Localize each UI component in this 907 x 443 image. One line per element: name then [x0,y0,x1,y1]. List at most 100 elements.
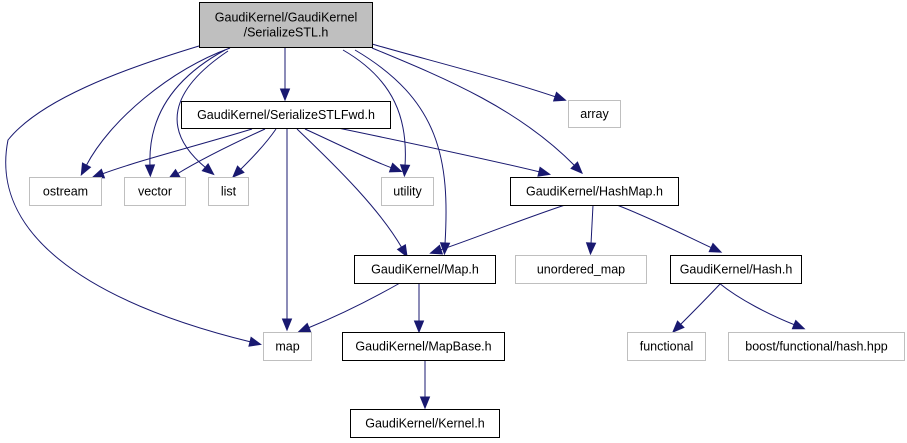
node-hashmap[interactable]: GaudiKernel/HashMap.h [510,177,679,206]
edge-fwd-to-mapH [296,128,408,258]
arrowhead-icon [201,163,215,176]
edge-hashmap-to-unordered [585,204,597,256]
edge-line [616,204,713,249]
node-box [670,255,802,284]
node-box [568,100,621,128]
node-functional[interactable]: functional [627,332,706,361]
edge-hashmap-to-mapH [429,204,566,255]
node-array[interactable]: array [568,100,621,128]
node-box [381,177,434,206]
edge-mapH-to-map [297,282,401,333]
node-ostream[interactable]: ostream [29,177,102,206]
edge-hashmap-to-hashH [616,204,723,253]
node-label: unordered_map [537,263,625,277]
arrowhead-icon [144,164,156,178]
node-label: boost/functional/hash.hpp [745,340,888,354]
arrowhead-icon [281,318,293,332]
node-label: GaudiKernel/HashMap.h [526,185,663,199]
node-root[interactable]: GaudiKernel/GaudiKernel/SerializeSTL.h [199,2,373,48]
node-label: GaudiKernel/MapBase.h [355,340,491,354]
node-unordered[interactable]: unordered_map [515,255,647,284]
edge-fwd-to-list [231,128,277,179]
edge-line [439,204,566,251]
node-box [208,177,249,206]
edge-fwd-to-hashmap [337,127,552,177]
arrowhead-icon [248,336,262,347]
edge-root-to-vector [144,49,226,178]
node-label: /SerializeSTL.h [244,26,329,40]
node-label: vector [138,185,172,199]
edges [5,43,806,410]
edge-line [296,128,403,249]
edge-mapbase-to-kernel [419,360,431,410]
edge-root-to-fwd [279,47,291,102]
node-label: map [275,340,299,354]
arrowhead-icon [413,320,425,334]
edge-root-to-list [176,50,229,176]
edge-root-to-utility [342,49,411,178]
node-list[interactable]: list [208,177,249,206]
arrowhead-icon [708,242,723,253]
arrowhead-icon [537,166,552,177]
edge-line [342,49,406,167]
edge-fwd-to-ostream [91,128,253,179]
arrowhead-icon [671,320,685,334]
node-mapbase[interactable]: GaudiKernel/MapBase.h [342,332,505,361]
node-utility[interactable]: utility [381,177,434,206]
edge-mapH-to-mapbase [413,283,425,334]
node-label: GaudiKernel/Hash.h [680,263,793,277]
arrowhead-icon [399,164,411,178]
node-vector[interactable]: vector [124,177,186,206]
edge-line [354,49,447,245]
node-box [263,332,312,361]
edge-line [176,50,229,169]
node-label: array [580,107,609,121]
arrowhead-icon [80,162,92,176]
node-box [199,2,373,48]
node-label: GaudiKernel/GaudiKernel [215,11,357,25]
node-box [510,177,679,206]
node-box [728,332,905,361]
node-label: GaudiKernel/Map.h [371,263,479,277]
node-label: ostream [43,185,88,199]
node-map[interactable]: map [263,332,312,361]
node-box [627,332,706,361]
node-fwd[interactable]: GaudiKernel/SerializeSTLFwd.h [181,101,391,129]
node-box [515,255,647,284]
arrowhead-icon [388,162,403,173]
arrowhead-icon [231,165,245,179]
edge-hashH-to-functional [671,282,722,334]
node-box [354,255,496,284]
node-box [124,177,186,206]
nodes: GaudiKernel/GaudiKernel/SerializeSTL.hGa… [29,2,905,438]
edge-line [239,128,277,171]
arrowhead-icon [297,322,312,333]
node-kernel[interactable]: GaudiKernel/Kernel.h [350,409,500,438]
edge-fwd-to-vector [167,128,266,180]
arrowhead-icon [585,242,597,256]
node-hashH[interactable]: GaudiKernel/Hash.h [670,255,802,284]
edge-line [718,282,796,326]
node-label: list [221,185,237,199]
edge-line [85,47,231,167]
edge-root-to-mapH [354,49,451,256]
edge-root-to-map [5,45,262,347]
edge-hashH-to-boosthash [718,282,806,330]
node-mapH[interactable]: GaudiKernel/Map.h [354,255,496,284]
node-label: GaudiKernel/SerializeSTLFwd.h [197,108,375,122]
arrowhead-icon [396,244,408,258]
node-box [350,409,500,438]
edge-root-to-ostream [80,47,231,176]
node-label: functional [640,340,694,354]
node-boosthash[interactable]: boost/functional/hash.hpp [728,332,905,361]
node-label: utility [393,185,422,199]
edge-line [679,282,722,326]
edge-line [371,47,576,167]
edge-line [176,128,266,175]
arrowhead-icon [791,319,806,330]
node-box [29,177,102,206]
edge-fwd-to-utility [304,128,403,173]
arrowhead-icon [552,91,567,102]
